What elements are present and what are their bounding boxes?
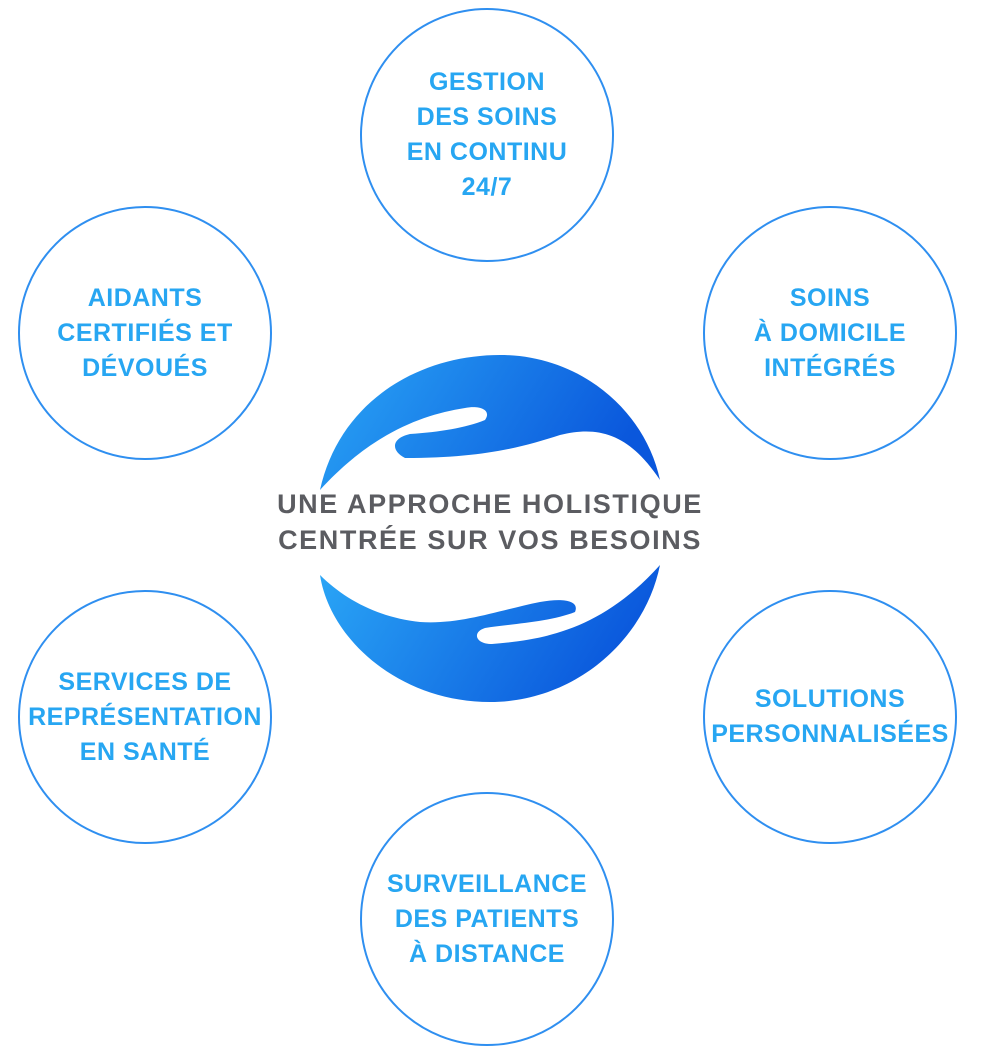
node-label-line: INTÉGRÉS	[764, 353, 896, 382]
node-label-line: SOINS	[789, 283, 871, 312]
node-label: SERVICES DE REPRÉSENTATION EN SANTÉ	[28, 665, 262, 770]
node-label-line: EN SANTÉ	[79, 737, 211, 766]
node-circle-personalized-solutions: SOLUTIONS PERSONNALISÉES	[703, 590, 957, 844]
node-label-line: DES PATIENTS	[394, 904, 580, 933]
node-label: AIDANTS CERTIFIÉS ET DÉVOUÉS	[57, 281, 232, 386]
node-label-line: AIDANTS	[87, 283, 203, 312]
center-title: UNE APPROCHE HOLISTIQUE CENTRÉE SUR VOS …	[200, 486, 780, 558]
node-circle-continuous-care: GESTION DES SOINS EN CONTINU 24/7	[360, 8, 614, 262]
node-label-line: PERSONNALISÉES	[711, 720, 949, 748]
node-label-line: GESTION	[428, 68, 545, 96]
center-title-line: UNE APPROCHE HOLISTIQUE	[277, 489, 703, 519]
node-label-line: DES SOINS	[416, 103, 558, 131]
node-label-line: À DOMICILE	[753, 318, 907, 347]
center-title-line: CENTRÉE SUR VOS BESOINS	[278, 525, 702, 555]
node-label: GESTION DES SOINS EN CONTINU 24/7	[407, 65, 568, 205]
node-label-line: REPRÉSENTATION	[28, 702, 262, 731]
node-label-line: DÉVOUÉS	[82, 353, 208, 382]
upper-hand-shape	[320, 355, 660, 490]
node-label-line: SERVICES DE	[58, 667, 232, 696]
node-label: SOINS À DOMICILE INTÉGRÉS	[754, 281, 906, 386]
node-label-line: CERTIFIÉS ET	[57, 318, 233, 347]
node-label-line: À DISTANCE	[409, 939, 565, 968]
node-label: SOLUTIONS PERSONNALISÉES	[711, 682, 949, 752]
node-label: SURVEILLANCE DES PATIENTS À DISTANCE	[387, 867, 587, 972]
node-circle-health-advocacy: SERVICES DE REPRÉSENTATION EN SANTÉ	[18, 590, 272, 844]
node-circle-certified-caregivers: AIDANTS CERTIFIÉS ET DÉVOUÉS	[18, 206, 272, 460]
caring-hands-icon	[320, 355, 660, 702]
lower-hand-shape	[320, 565, 660, 702]
node-circle-home-care: SOINS À DOMICILE INTÉGRÉS	[703, 206, 957, 460]
node-label-line: SOLUTIONS	[754, 685, 906, 713]
node-circle-remote-monitoring: SURVEILLANCE DES PATIENTS À DISTANCE	[360, 792, 614, 1046]
node-label-line: 24/7	[461, 173, 513, 201]
node-label-line: EN CONTINU	[406, 138, 568, 166]
node-label-line: SURVEILLANCE	[386, 869, 587, 898]
